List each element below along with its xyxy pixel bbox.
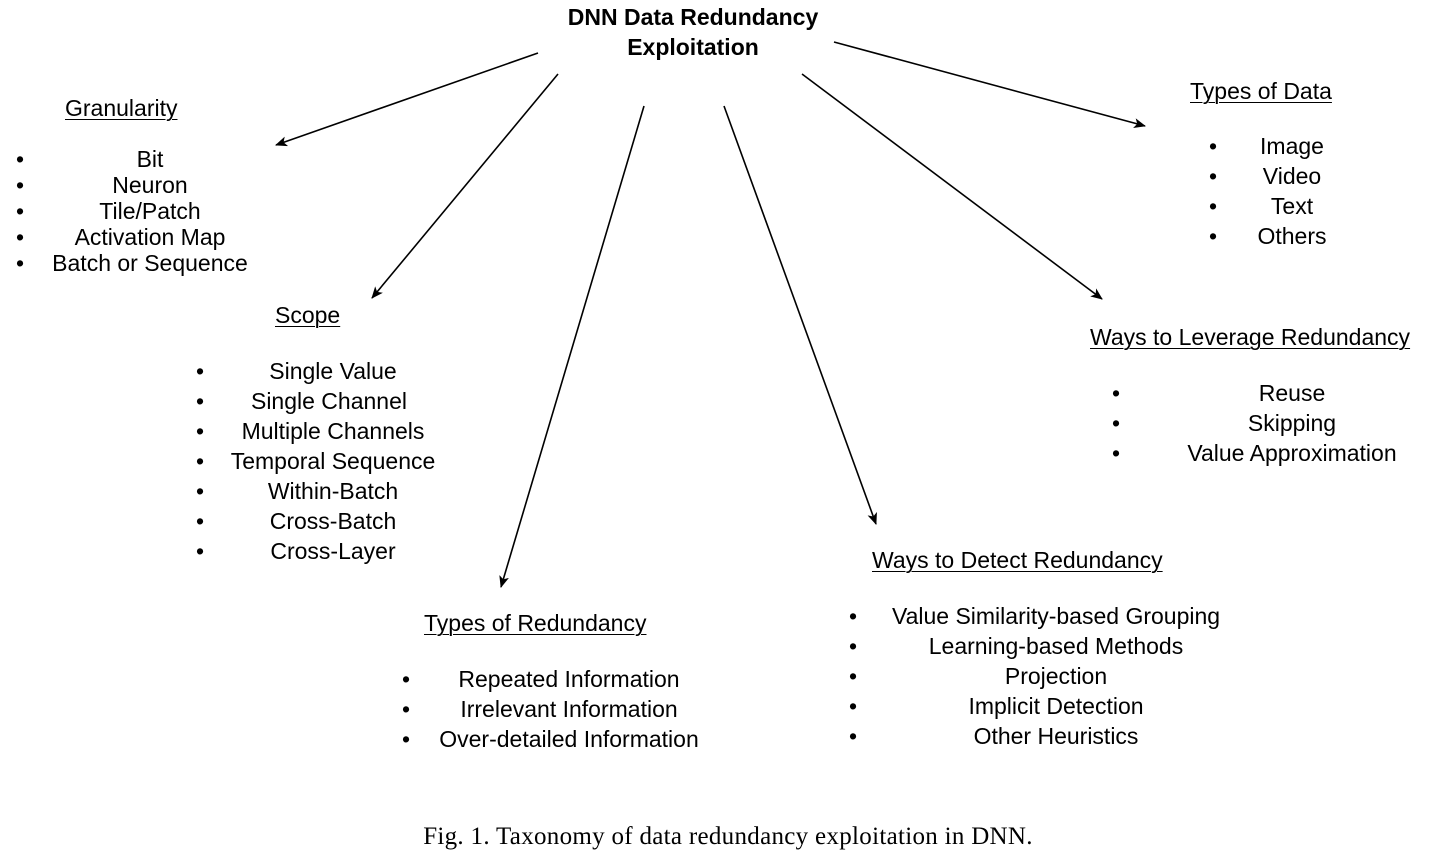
bullet-icon: •: [15, 224, 25, 250]
root-title-line2: Exploitation: [627, 34, 759, 60]
bullet-icon: •: [848, 663, 858, 689]
bullet-icon: •: [195, 538, 205, 564]
bullet-icon: •: [195, 508, 205, 534]
bullet-icon: •: [848, 723, 858, 749]
list-item: •Others: [1203, 221, 1383, 251]
list-item: •Within-Batch: [190, 476, 470, 506]
bullet-icon: •: [1111, 410, 1121, 436]
bullet-icon: •: [1208, 223, 1218, 249]
granularity-title: Granularity: [65, 95, 178, 121]
list-item: •Cross-Batch: [190, 506, 470, 536]
figure-caption: Fig. 1. Taxonomy of data redundancy expl…: [423, 823, 1033, 850]
bullet-icon: •: [15, 198, 25, 224]
arrow-to-ways-to-leverage: [801, 73, 1103, 300]
list-item: •Bit: [10, 146, 290, 172]
list-item: •Batch or Sequence: [10, 250, 290, 276]
bullet-icon: •: [401, 696, 411, 722]
list-item: •Irrelevant Information: [396, 694, 726, 724]
list-item: •Single Channel: [190, 386, 470, 416]
list-item: •Temporal Sequence: [190, 446, 470, 476]
list-item: •Tile/Patch: [10, 198, 290, 224]
types-of-data-title: Types of Data: [1190, 78, 1332, 104]
list-item: •Multiple Channels: [190, 416, 470, 446]
scope-list: •Single Value •Single Channel •Multiple …: [190, 356, 470, 566]
bullet-icon: •: [401, 726, 411, 752]
list-item: •Projection: [843, 661, 1263, 691]
bullet-icon: •: [195, 418, 205, 444]
bullet-icon: •: [195, 448, 205, 474]
list-item: •Learning-based Methods: [843, 631, 1263, 661]
bullet-icon: •: [195, 388, 205, 414]
bullet-icon: •: [195, 478, 205, 504]
types-of-redundancy-title: Types of Redundancy: [424, 610, 647, 636]
bullet-icon: •: [1208, 193, 1218, 219]
bullet-icon: •: [848, 603, 858, 629]
bullet-icon: •: [848, 693, 858, 719]
bullet-icon: •: [1208, 163, 1218, 189]
arrow-to-scope: [371, 73, 559, 299]
list-item: •Video: [1203, 161, 1383, 191]
list-item: •Activation Map: [10, 224, 290, 250]
root-node-title: DNN Data Redundancy Exploitation: [543, 2, 843, 62]
root-title-line1: DNN Data Redundancy: [567, 4, 819, 30]
ways-to-detect-list: •Value Similarity-based Grouping •Learni…: [843, 601, 1263, 751]
list-item: •Other Heuristics: [843, 721, 1263, 751]
bullet-icon: •: [848, 633, 858, 659]
list-item: •Skipping: [1106, 408, 1426, 438]
ways-to-leverage-title: Ways to Leverage Redundancy: [1090, 324, 1411, 350]
bullet-icon: •: [1111, 380, 1121, 406]
list-item: •Repeated Information: [396, 664, 726, 694]
granularity-list: •Bit •Neuron •Tile/Patch •Activation Map…: [10, 146, 290, 276]
bullet-icon: •: [401, 666, 411, 692]
list-item: •Single Value: [190, 356, 470, 386]
types-of-redundancy-list: •Repeated Information •Irrelevant Inform…: [396, 664, 726, 754]
list-item: •Neuron: [10, 172, 290, 198]
bullet-icon: •: [1111, 440, 1121, 466]
arrow-to-types-of-data: [833, 41, 1146, 128]
list-item: •Reuse: [1106, 378, 1426, 408]
scope-title: Scope: [275, 302, 341, 328]
list-item: •Implicit Detection: [843, 691, 1263, 721]
arrow-to-types-of-redundancy: [499, 105, 645, 588]
bullet-icon: •: [1208, 133, 1218, 159]
ways-to-leverage-list: •Reuse •Skipping •Value Approximation: [1106, 378, 1426, 468]
list-item: •Image: [1203, 131, 1383, 161]
bullet-icon: •: [15, 250, 25, 276]
bullet-icon: •: [15, 172, 25, 198]
bullet-icon: •: [15, 146, 25, 172]
ways-to-detect-title: Ways to Detect Redundancy: [872, 547, 1163, 573]
list-item: •Value Similarity-based Grouping: [843, 601, 1263, 631]
list-item: •Value Approximation: [1106, 438, 1426, 468]
arrow-to-ways-to-detect: [723, 105, 877, 525]
list-item: •Cross-Layer: [190, 536, 470, 566]
arrow-to-granularity: [275, 52, 539, 147]
bullet-icon: •: [195, 358, 205, 384]
types-of-data-list: •Image •Video •Text •Others: [1203, 131, 1383, 251]
list-item: •Over-detailed Information: [396, 724, 726, 754]
list-item: •Text: [1203, 191, 1383, 221]
